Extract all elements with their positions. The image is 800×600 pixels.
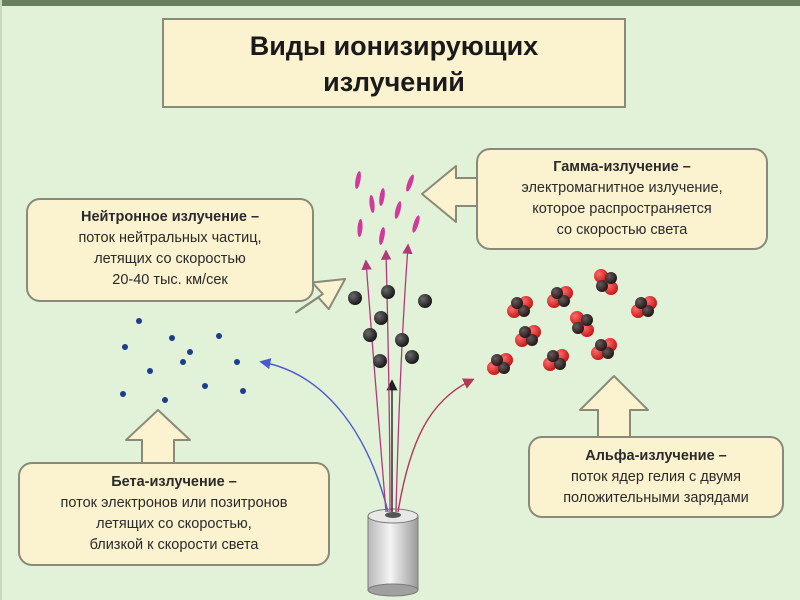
top-border: [0, 0, 800, 6]
gamma-callout-arrow: [421, 165, 479, 223]
neutron-callout-arrow: [295, 278, 347, 314]
gamma-ray-2: [381, 249, 392, 513]
neutron-label-box: Нейтронное излучение – поток нейтральных…: [26, 198, 314, 302]
gamma-ray-1: [361, 259, 387, 513]
neutron-heading: Нейтронное излучение –: [80, 209, 260, 225]
alpha-line-1: поток ядер гелия с двумя: [570, 469, 741, 485]
gamma-label-box: Гамма-излучение – электромагнитное излуч…: [476, 148, 768, 250]
beta-line-1: поток электронов или позитронов: [60, 495, 288, 511]
gamma-heading: Гамма-излучение –: [553, 159, 691, 175]
alpha-ray: [397, 378, 475, 513]
neutron-particles: [348, 285, 432, 368]
callout-arrows: [125, 165, 649, 465]
page-title-line-1: Виды ионизирующих: [249, 31, 539, 61]
alpha-particles: [487, 269, 657, 375]
source-cylinder: [367, 508, 419, 597]
beta-line-2: летящих со скоростью,: [96, 516, 252, 532]
gamma-line-1: электромагнитное излучение,: [521, 180, 723, 196]
left-edge: [0, 0, 2, 600]
neutron-line-3: 20-40 тыс. км/сек: [112, 272, 228, 288]
beta-callout-arrow: [125, 409, 191, 465]
neutron-line-1: поток нейтральных частиц,: [78, 230, 262, 246]
radiation-rays: [259, 243, 475, 513]
gamma-ray-3: [395, 243, 413, 513]
page-title-line-2: излучений: [323, 67, 465, 97]
alpha-line-2: положительными зарядами: [563, 490, 749, 506]
gamma-line-3: со скоростью света: [556, 222, 688, 238]
gamma-particles: [355, 171, 420, 245]
alpha-heading: Альфа-излучение –: [585, 448, 727, 464]
electron-particles: [120, 318, 246, 403]
gamma-line-2: которое распространяется: [532, 201, 712, 217]
alpha-label-box: Альфа-излучение – поток ядер гелия с дву…: [528, 436, 784, 518]
alpha-callout-arrow: [579, 375, 649, 439]
beta-heading: Бета-излучение –: [111, 474, 237, 490]
neutron-line-2: летящих со скоростью: [94, 251, 246, 267]
beta-line-3: близкой к скорости света: [89, 537, 259, 553]
beta-ray: [259, 358, 389, 513]
title-box: Виды ионизирующих излучений: [162, 18, 626, 108]
beta-label-box: Бета-излучение – поток электронов или по…: [18, 462, 330, 566]
